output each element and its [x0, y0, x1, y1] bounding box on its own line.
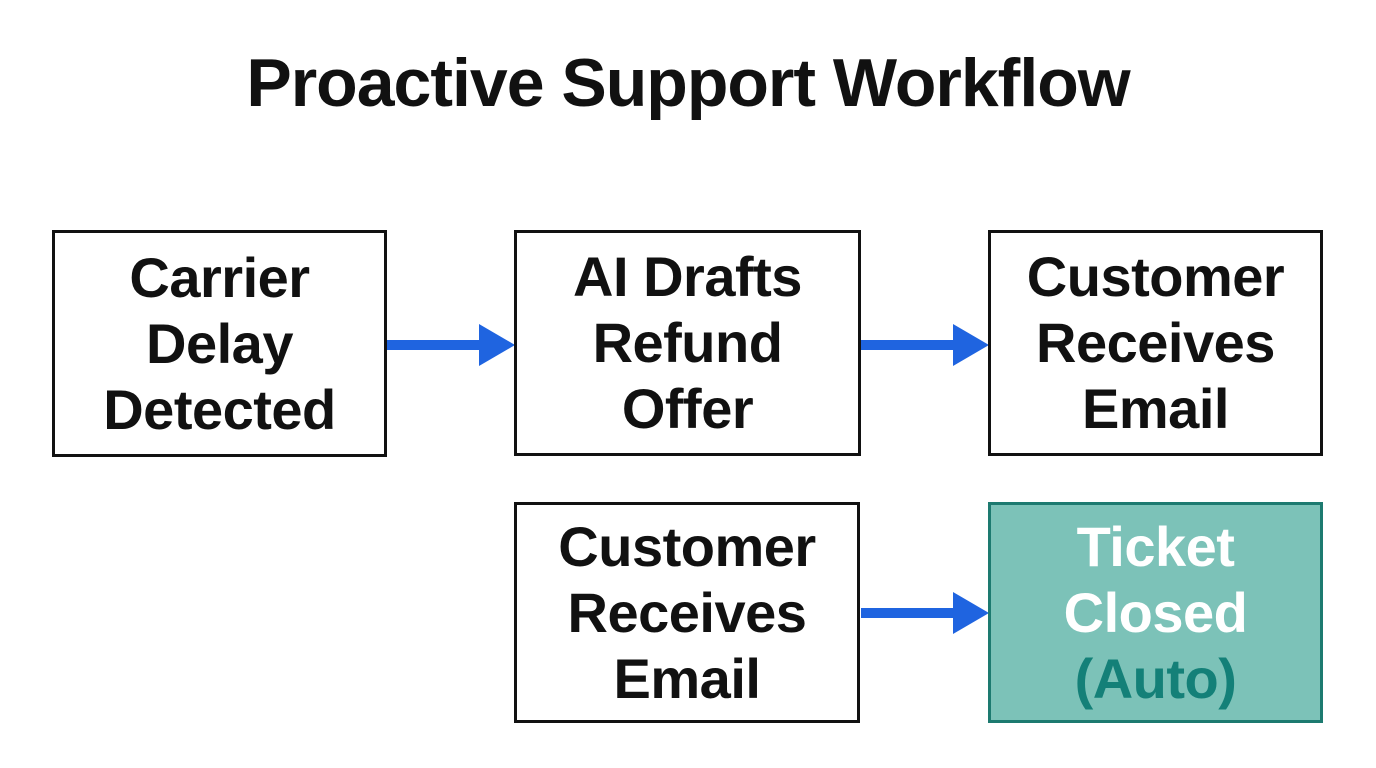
node-label: Customer Receives Email [1026, 245, 1285, 440]
node-customer-receives-email-2: Customer Receives Email [514, 502, 860, 723]
node-label: AI Drafts Refund Offer [573, 245, 802, 440]
node-carrier-delay-detected: Carrier Delay Detected [52, 230, 387, 457]
page-title: Proactive Support Workflow [246, 45, 1130, 121]
arrow-right-icon [387, 324, 515, 366]
node-label: Customer Receives Email [558, 514, 816, 710]
node-ticket-closed-auto: Ticket Closed (Auto) [988, 502, 1323, 723]
node-label: Ticket Closed [1063, 514, 1248, 644]
node-label: Carrier Delay Detected [103, 245, 336, 441]
arrow-right-icon [861, 324, 989, 366]
node-customer-receives-email-1: Customer Receives Email [988, 230, 1323, 456]
arrow-right-icon [861, 592, 989, 634]
node-ai-drafts-refund-offer: AI Drafts Refund Offer [514, 230, 861, 456]
node-sublabel: (Auto) [1074, 646, 1237, 710]
